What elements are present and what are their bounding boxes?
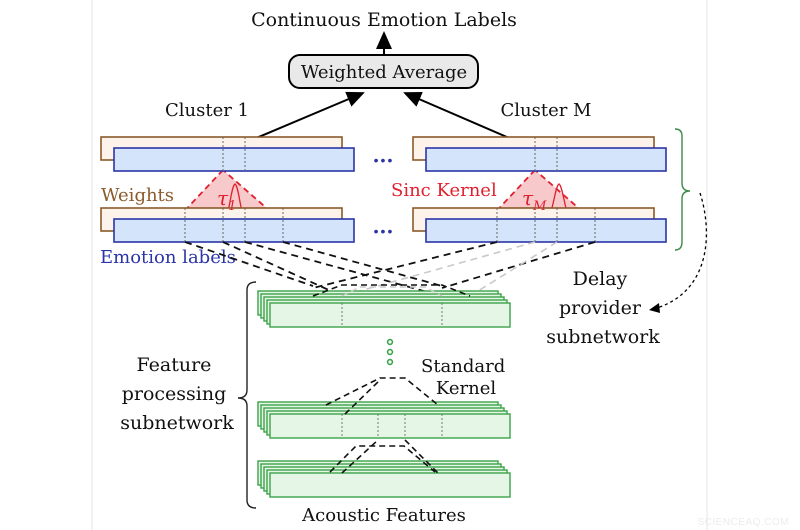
upper-grid-lines xyxy=(222,137,558,171)
delay-provider-arrowhead xyxy=(649,303,660,313)
standard-kernel-lower xyxy=(329,445,436,473)
acoustic-features-label: Acoustic Features xyxy=(301,505,466,526)
watermark: SCIENCEAQ.COM xyxy=(697,517,789,528)
emotion-bar-upper-right xyxy=(425,147,667,172)
delay-kernel-trapezoid xyxy=(312,284,471,297)
tau-right-label: τM xyxy=(522,186,547,214)
delay-provider-bracket xyxy=(674,128,691,251)
cluster-right-label: Cluster M xyxy=(500,100,591,121)
ellipsis-upper: ••• xyxy=(374,152,395,168)
delay-provider-label: Delay provider subnetwork xyxy=(546,268,660,348)
weighted-average-label: Weighted Average xyxy=(301,62,467,83)
emotion-bar-upper-left xyxy=(113,147,355,172)
weights-label: Weights xyxy=(101,185,174,206)
emotion-to-feature-connections xyxy=(184,241,596,297)
sinc-kernel-left xyxy=(174,168,282,220)
lower-grid-lines xyxy=(184,208,596,242)
delay-kernel-trapezoid-faint xyxy=(341,286,443,297)
feature-stack-ellipsis xyxy=(386,338,394,366)
feature-stack-bottom xyxy=(257,460,511,498)
ellipsis-lower: ••• xyxy=(374,223,395,239)
feature-processing-label: Feature processing subnetwork xyxy=(120,354,234,434)
emotion-labels-label: Emotion labels xyxy=(100,247,236,268)
emotion-bar-lower-left xyxy=(113,218,355,243)
faint-connections xyxy=(341,241,558,297)
delay-provider-arrow xyxy=(656,192,708,309)
feature-stack-middle xyxy=(257,401,511,439)
standard-kernel-upper xyxy=(325,377,439,406)
emotion-bar-lower-right xyxy=(425,218,667,243)
cluster-left-label: Cluster 1 xyxy=(165,100,249,121)
tau-left-label: τ1 xyxy=(217,186,236,214)
title-label: Continuous Emotion Labels xyxy=(251,9,517,31)
feature-processing-bracket xyxy=(237,281,257,509)
weighted-average-box xyxy=(288,54,479,89)
standard-kernel-lower-right xyxy=(404,439,439,474)
standard-kernel-upper-inner xyxy=(344,379,381,415)
standard-kernel-lower-left xyxy=(341,439,379,474)
feature-stack-top xyxy=(257,290,511,328)
sinc-kernel-label: Sinc Kernel xyxy=(391,180,497,201)
standard-kernel-label: Standard Kernel xyxy=(421,356,511,399)
